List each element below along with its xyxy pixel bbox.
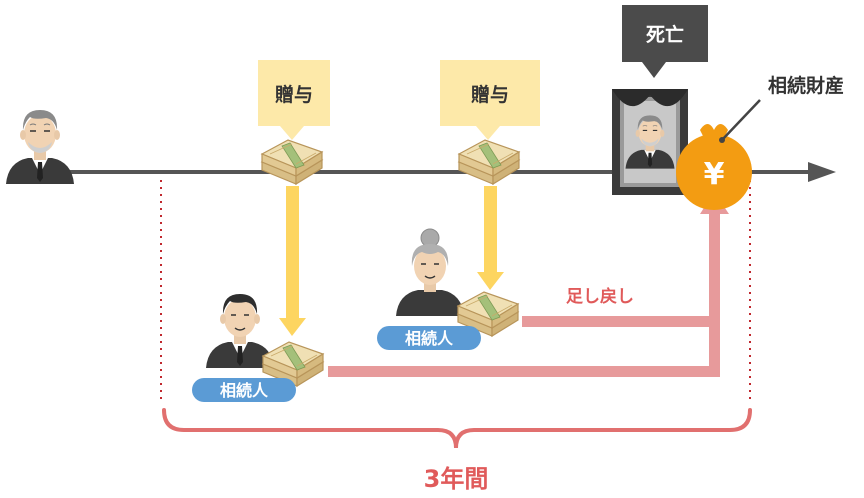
death-callout: 死亡 [622,5,708,78]
death-label: 死亡 [646,23,684,46]
banknote-stack-icon [261,139,323,185]
gift-arrow-1 [279,186,306,336]
gift-label-1: 贈与 [275,83,313,106]
yen-symbol: ¥ [704,157,725,192]
add-back-label: 足し戻し [566,286,634,307]
memorial-portrait-icon [612,89,688,195]
heir-1-badge: 相続人 [192,378,296,402]
gift-arrow-2 [477,186,504,290]
decedent-icon [5,109,75,185]
gift-label-2: 贈与 [471,83,509,106]
heir-2-badge: 相続人 [377,326,481,350]
money-bag-icon: ¥ [676,124,752,210]
banknote-stack-icon [458,139,520,185]
period-brace [162,408,752,449]
period-label: 3年間 [424,465,489,493]
gift-callout-1: 贈与 [258,60,330,140]
estate-leader-line [721,99,761,141]
gift-callout-2: 贈与 [440,60,540,140]
heir-2-icon [395,228,465,317]
estate-label: 相続財産 [768,74,844,97]
heir-2-label: 相続人 [405,329,454,348]
heir-1-label: 相続人 [220,381,269,400]
